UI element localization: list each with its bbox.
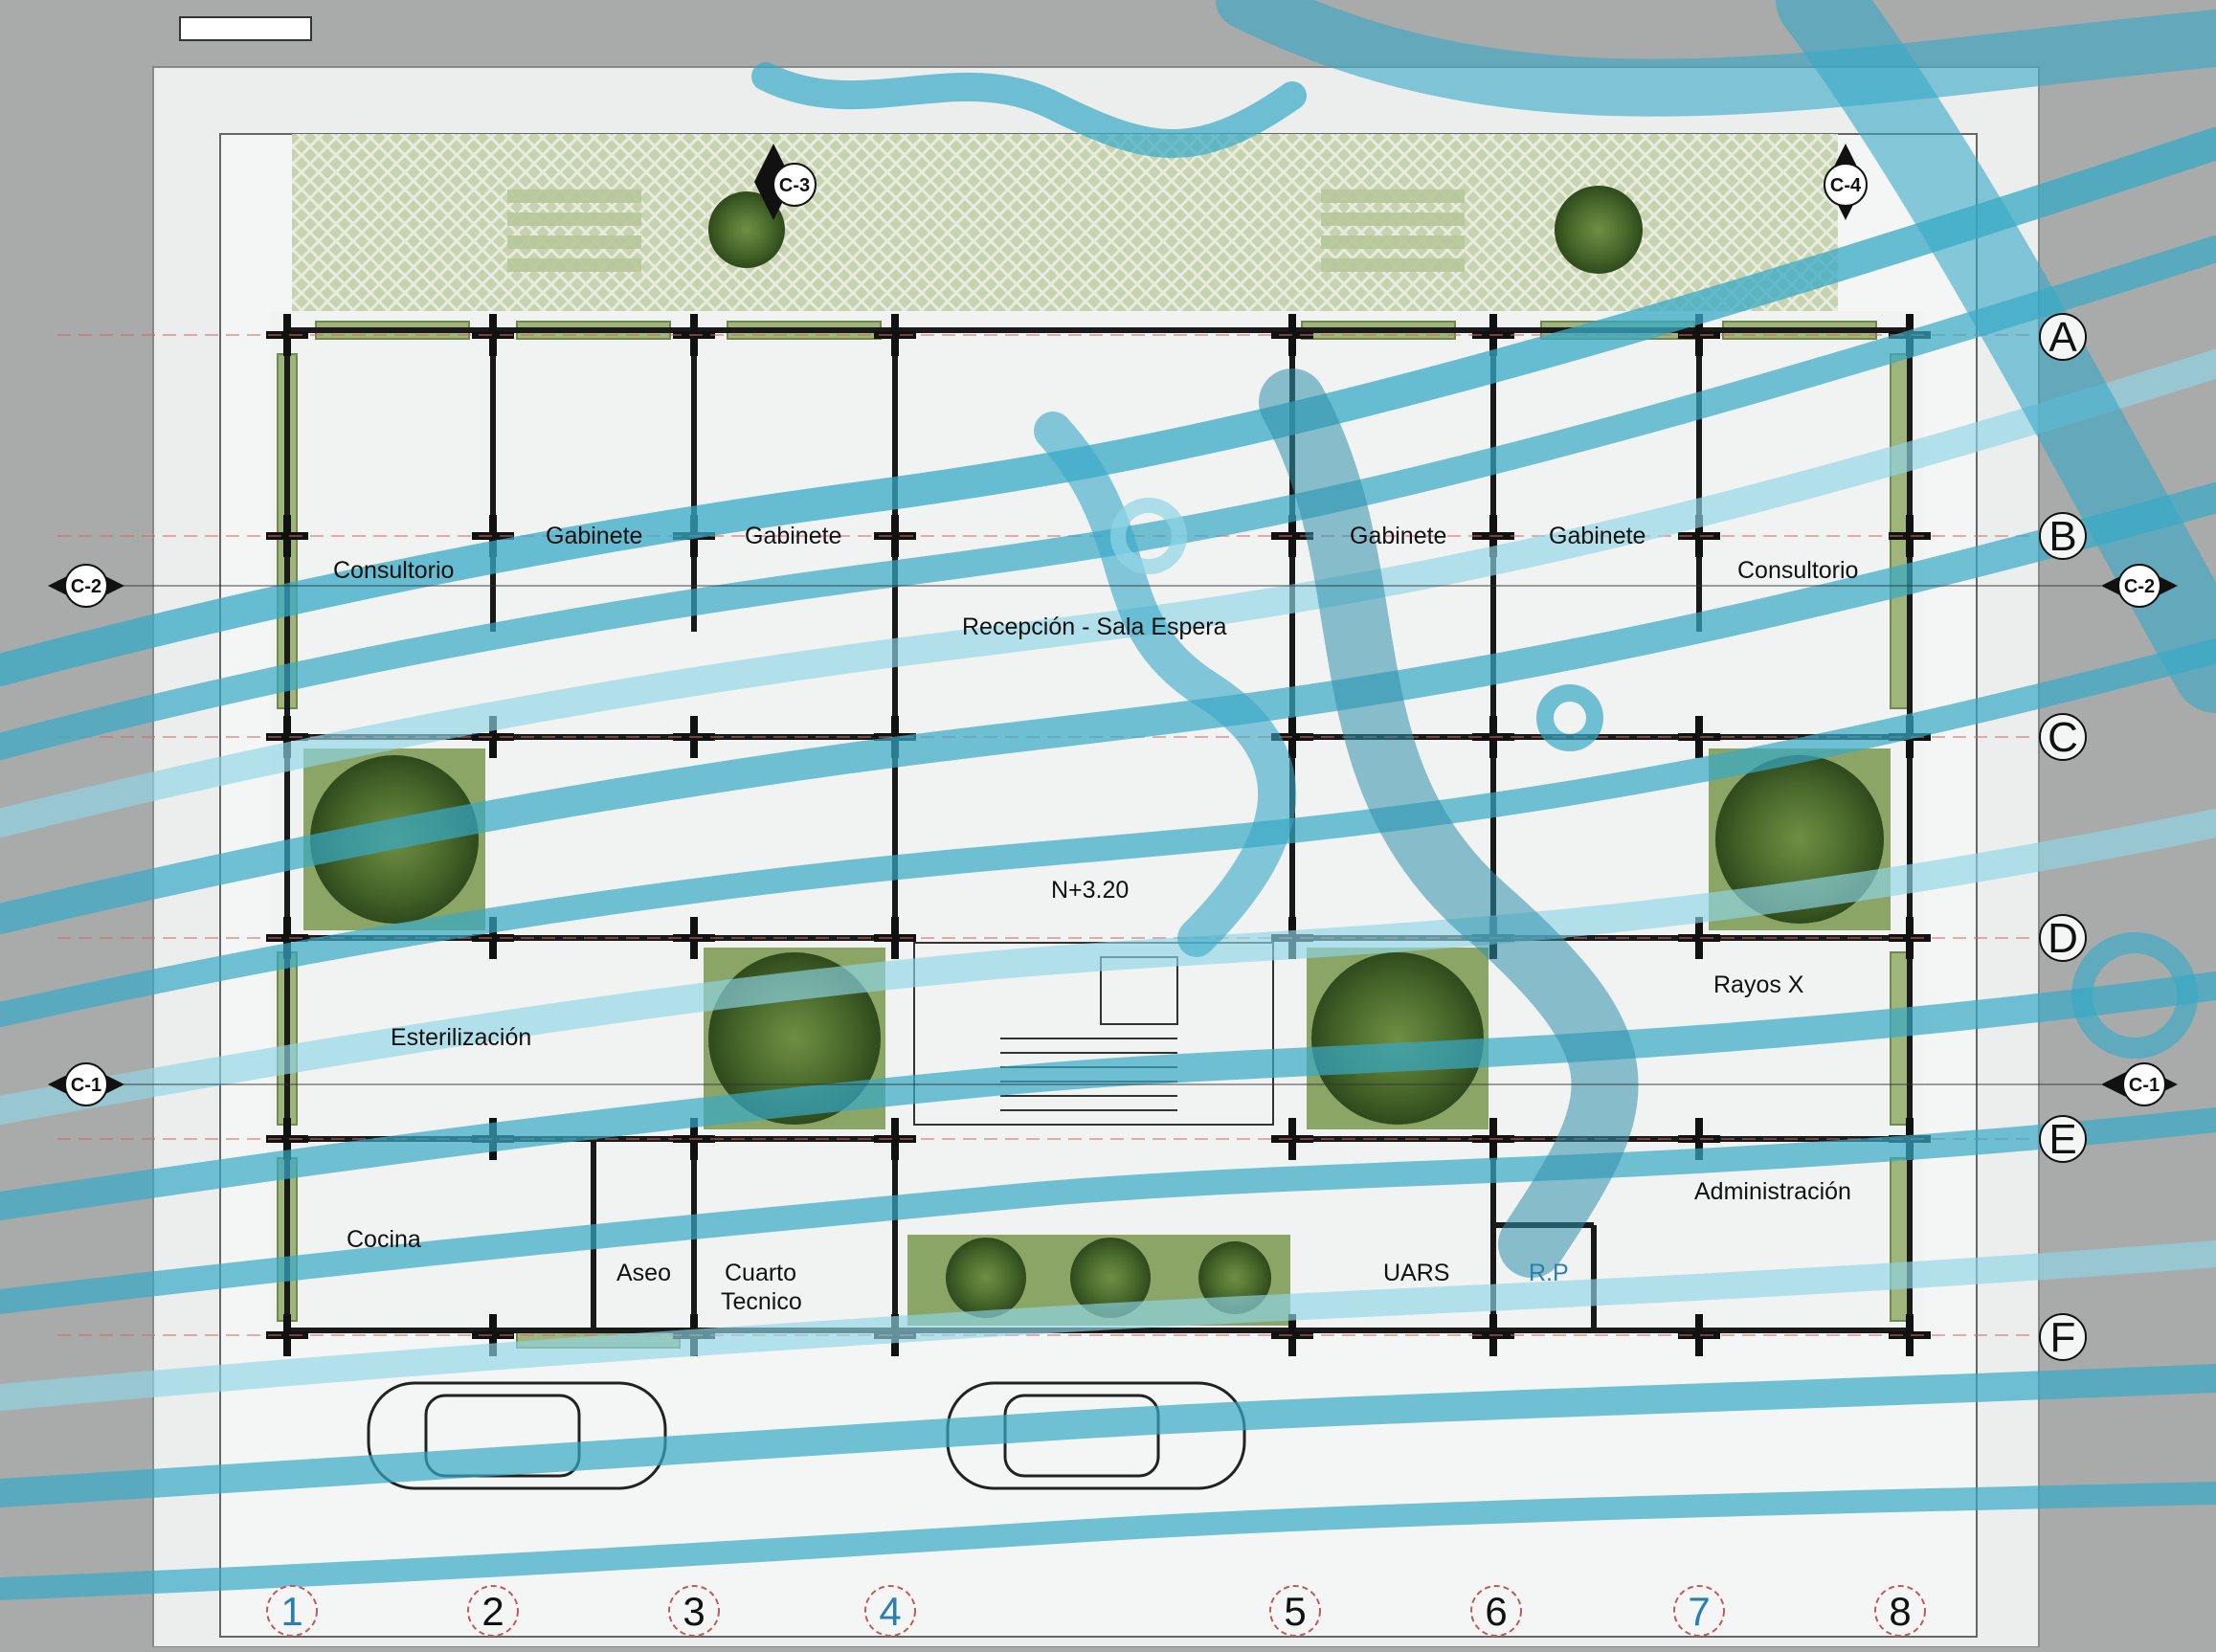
title-box bbox=[179, 16, 312, 41]
col-marker-5-bubble bbox=[1269, 1585, 1321, 1637]
label-aseo: Aseo bbox=[616, 1260, 671, 1286]
section-c1-right: C-1 bbox=[2101, 1062, 2178, 1106]
label-consultorio-right: Consultorio bbox=[1737, 557, 1858, 584]
grid-row-markers: A B C D E F bbox=[2039, 313, 2087, 1361]
label-gabinete-2: Gabinete bbox=[745, 523, 841, 549]
label-gabinete-4: Gabinete bbox=[1549, 523, 1645, 549]
section-c3: C-3 bbox=[754, 144, 817, 220]
section-c2-left: C-2 bbox=[48, 564, 124, 608]
col-marker-2-bubble bbox=[467, 1585, 519, 1637]
label-rp: R.P bbox=[1529, 1260, 1569, 1286]
row-marker-b: B bbox=[2048, 513, 2076, 560]
section-c4: C-4 bbox=[1824, 144, 1868, 220]
airflow-overlay bbox=[0, 0, 2216, 1600]
label-cuarto: Cuarto bbox=[725, 1260, 796, 1286]
garden-benches bbox=[507, 190, 1465, 272]
section-c2-right: C-2 bbox=[2101, 564, 2178, 608]
row-marker-f-bubble bbox=[2039, 1313, 2087, 1361]
col-marker-3-bubble bbox=[668, 1585, 720, 1637]
col-marker-1: 1 bbox=[280, 1589, 302, 1634]
label-recepcion: Recepción - Sala Espera bbox=[962, 614, 1227, 640]
label-tecnico: Tecnico bbox=[721, 1288, 802, 1315]
col-marker-3: 3 bbox=[683, 1589, 705, 1634]
room-labels: Consultorio Gabinete Gabinete Recepción … bbox=[333, 523, 1858, 1315]
label-cocina: Cocina bbox=[347, 1226, 421, 1253]
grid-column-markers: 1 2 3 4 5 6 7 8 bbox=[266, 1585, 1926, 1637]
row-marker-e: E bbox=[2048, 1116, 2076, 1163]
label-gabinete-3: Gabinete bbox=[1350, 523, 1446, 549]
courtyards bbox=[303, 186, 1891, 1326]
col-marker-1-bubble bbox=[266, 1585, 318, 1637]
col-marker-7-bubble bbox=[1673, 1585, 1725, 1637]
section-c1-left: C-1 bbox=[48, 1062, 124, 1106]
col-marker-5: 5 bbox=[1284, 1589, 1306, 1634]
col-marker-6: 6 bbox=[1485, 1589, 1507, 1634]
col-marker-4-bubble bbox=[864, 1585, 916, 1637]
section-c1-right-label: C-1 bbox=[2129, 1075, 2160, 1096]
col-marker-6-bubble bbox=[1470, 1585, 1522, 1637]
col-marker-4: 4 bbox=[879, 1589, 901, 1634]
col-marker-2: 2 bbox=[481, 1589, 504, 1634]
row-marker-c-bubble bbox=[2039, 713, 2087, 761]
col-marker-7: 7 bbox=[1688, 1589, 1710, 1634]
section-c2-left-label: C-2 bbox=[71, 576, 101, 597]
label-nivel: N+3.20 bbox=[1051, 877, 1129, 904]
row-marker-e-bubble bbox=[2039, 1115, 2087, 1163]
section-c1-left-label: C-1 bbox=[71, 1075, 101, 1096]
label-esterilizacion: Esterilización bbox=[391, 1024, 531, 1051]
label-gabinete-1: Gabinete bbox=[546, 523, 642, 549]
col-marker-8-bubble bbox=[1874, 1585, 1926, 1637]
col-marker-8: 8 bbox=[1889, 1589, 1911, 1634]
section-c4-label: C-4 bbox=[1830, 175, 1862, 196]
row-marker-c: C bbox=[2048, 714, 2078, 761]
label-administracion: Administración bbox=[1694, 1178, 1851, 1205]
section-c3-label: C-3 bbox=[779, 175, 810, 196]
row-marker-b-bubble bbox=[2039, 512, 2087, 560]
row-marker-a: A bbox=[2048, 314, 2077, 361]
row-marker-f: F bbox=[2050, 1314, 2076, 1361]
label-uars: UARS bbox=[1383, 1260, 1449, 1286]
row-marker-d: D bbox=[2048, 915, 2078, 962]
section-markers: C-2 C-2 C-1 C-1 C-3 C-4 bbox=[48, 144, 2178, 1106]
section-c2-right-label: C-2 bbox=[2124, 576, 2155, 597]
row-marker-d-bubble bbox=[2039, 914, 2087, 962]
label-rayos-x: Rayos X bbox=[1713, 971, 1804, 998]
row-marker-a-bubble bbox=[2039, 313, 2087, 361]
parked-cars bbox=[367, 1381, 1246, 1490]
label-consultorio-left: Consultorio bbox=[333, 557, 454, 584]
